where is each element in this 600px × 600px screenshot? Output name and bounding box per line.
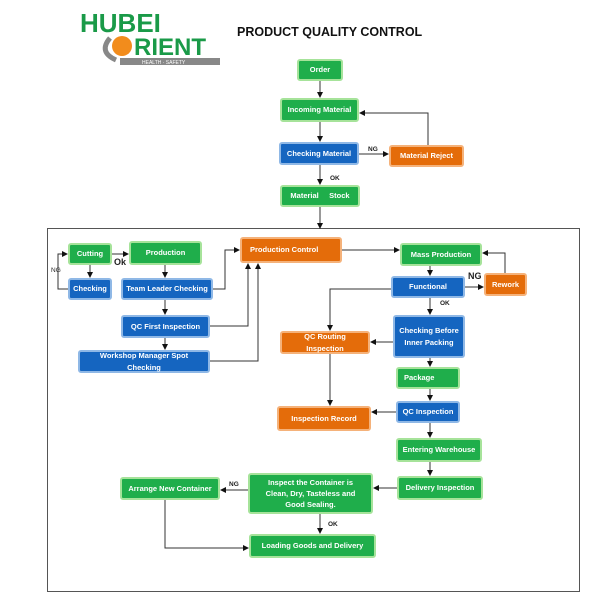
node-qc-inspection: QC Inspection	[396, 401, 460, 423]
label-ng-container: NG	[229, 481, 239, 488]
node-rework: Rework	[484, 273, 527, 296]
svg-text:RIENT: RIENT	[134, 34, 206, 61]
node-production-control: Production Control	[240, 237, 342, 263]
node-inspection-record: Inspection Record	[277, 406, 371, 431]
node-incoming-material: Incoming Material	[280, 98, 359, 122]
node-arrange-new-container: Arrange New Container	[120, 477, 220, 500]
node-mass-production: Mass Production	[400, 243, 482, 266]
node-workshop-manager-spot-checking: Workshop Manager Spot Checking	[78, 350, 210, 373]
node-production: Production	[129, 241, 202, 265]
svg-text:HUBEI: HUBEI	[80, 8, 161, 38]
node-checking-material: Checking Material	[279, 142, 359, 165]
label-ok-container: OK	[328, 521, 338, 528]
node-checking-before-inner-packing: Checking Before Inner Packing	[393, 315, 465, 358]
node-qc-first-inspection: QC First Inspection	[121, 315, 210, 338]
label-ng-cutting: NG	[51, 267, 61, 274]
svg-text:HEALTH · SAFETY: HEALTH · SAFETY	[142, 60, 186, 66]
label-ok-cutting: Ok	[114, 257, 127, 267]
label-ng-functional: NG	[468, 271, 482, 281]
node-inspect-container: Inspect the Container is Clean, Dry, Tas…	[248, 473, 373, 514]
production-frame	[47, 228, 580, 592]
node-qc-routing-inspection: QC Routing Inspection	[280, 331, 370, 354]
node-team-leader-checking: Team Leader Checking	[121, 278, 213, 300]
page-title: PRODUCT QUALITY CONTROL	[237, 25, 423, 39]
node-delivery-inspection: Delivery Inspection	[397, 476, 483, 500]
label-ng: NG	[368, 146, 378, 153]
node-entering-warehouse: Entering Warehouse	[396, 438, 482, 462]
label-ok-functional: OK	[440, 300, 450, 307]
node-package: Package	[396, 367, 460, 389]
label-ok: OK	[330, 175, 340, 182]
node-order: Order	[297, 59, 343, 81]
hubei-orient-logo: HUBEI RIENT HEALTH · SAFETY	[80, 8, 222, 66]
node-cutting: Cutting	[68, 243, 112, 265]
node-checking: Checking	[68, 278, 112, 300]
node-loading-goods-delivery: Loading Goods and Delivery	[249, 534, 376, 558]
node-functional: Functional	[391, 276, 465, 298]
node-material-stock: Material Stock	[280, 185, 360, 207]
node-material-reject: Material Reject	[389, 145, 464, 167]
